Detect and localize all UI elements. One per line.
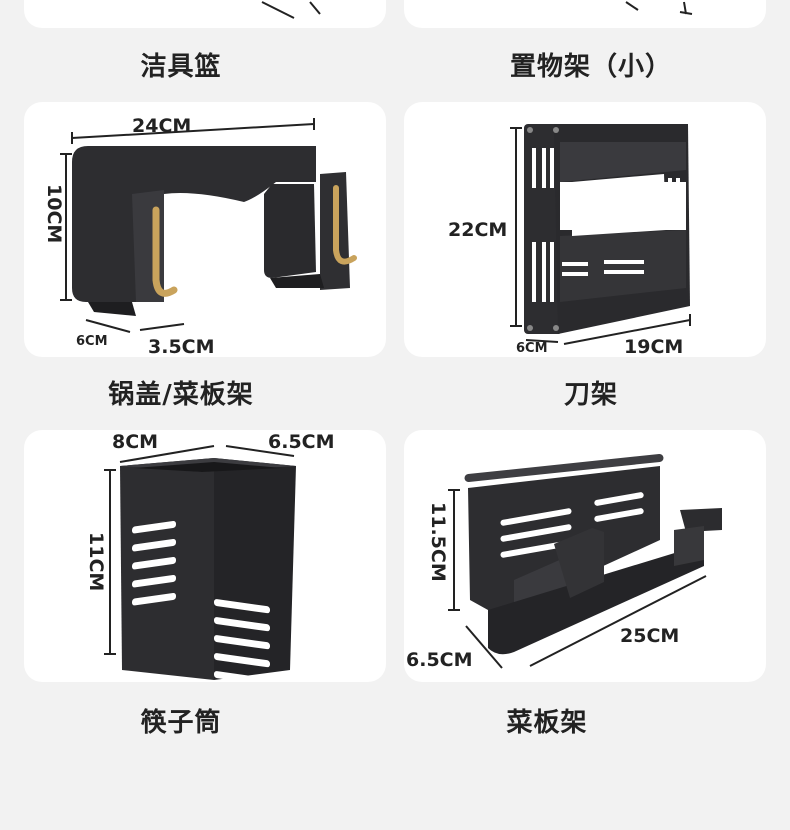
product-card-cutting-board-rack: 11.5CM 25CM 6.5CM [404,430,766,682]
dim-label-front: 8CM [112,431,158,453]
small-shelf-image [625,1,693,15]
dim-label-depth: 6.5CM [406,649,473,671]
product-card-knife-rack: 22CM 6CM 19CM [404,102,766,357]
caption-cleaning-basket: 洁具篮 [140,52,222,82]
dim-label-width: 19CM [624,336,683,357]
dim-label-side: 6.5CM [268,431,335,453]
dim-label-depth: 6CM [516,341,548,356]
caption-lid-board-rack: 锅盖/菜板架 [108,380,254,410]
dim-label-hook: 3.5CM [148,336,215,357]
product-card-lid-board-rack: 24CM 10CM 6CM 3.5CM [24,102,386,357]
cleaning-basket-image [261,1,321,19]
dim-label-depth: 6CM [76,334,108,349]
knife-rack-image: 22CM 6CM 19CM [448,124,691,357]
chopstick-holder-image: 8CM 6.5CM 11CM [85,431,335,682]
dim-label-height: 22CM [448,219,507,241]
caption-knife-rack: 刀架 [563,380,618,410]
dim-label-length: 25CM [620,625,679,647]
lid-board-rack-image: 24CM 10CM 6CM 3.5CM [43,115,357,357]
product-card-cleaning-basket [24,0,386,28]
dim-label-height: 10CM [43,184,65,243]
caption-chopstick-holder: 筷子筒 [140,708,222,738]
caption-cutting-board-rack: 菜板架 [506,708,588,738]
dim-label-height: 11.5CM [427,502,449,582]
dim-label-height: 11CM [85,532,107,591]
dim-label-width: 24CM [132,115,191,137]
dim-line-width [71,123,315,139]
caption-small-shelf: 置物架（小） [509,52,672,82]
cutting-board-rack-image: 11.5CM 25CM 6.5CM [406,453,722,671]
product-card-chopstick-holder: 8CM 6.5CM 11CM [24,430,386,682]
product-card-small-shelf [404,0,766,28]
